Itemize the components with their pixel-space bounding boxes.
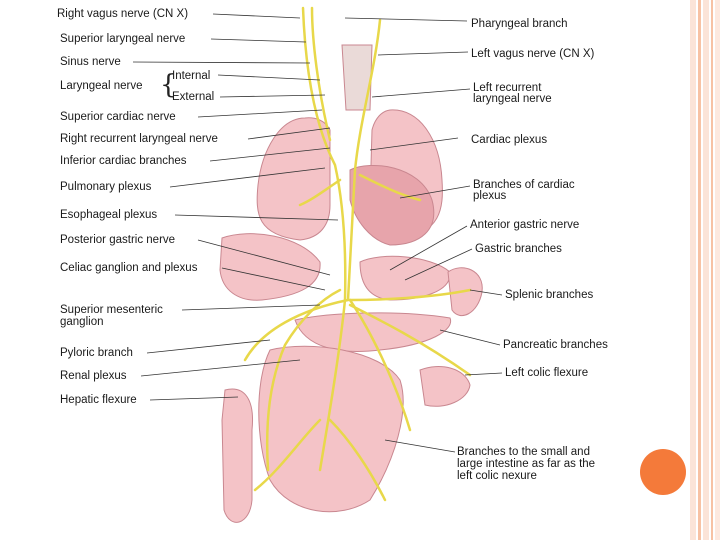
label-superior-mesenteric-ganglion: ganglion [60,316,103,328]
label-left-vagus-nerve: Left vagus nerve (CN X) [471,48,594,60]
label-anterior-gastric-nerve: Anterior gastric nerve [470,219,579,231]
organs [220,45,482,522]
label-hepatic-flexure: Hepatic flexure [60,394,137,406]
label-pancreatic-branches: Pancreatic branches [503,339,608,351]
label-left-colic-nexure: left colic nexure [457,470,537,482]
label-external: External [172,91,214,103]
label-superior-cardiac-nerve: Superior cardiac nerve [60,111,176,123]
label-posterior-gastric-nerve: Posterior gastric nerve [60,234,175,246]
label-esophageal-plexus: Esophageal plexus [60,209,157,221]
label-inferior-cardiac-branches: Inferior cardiac branches [60,155,187,167]
liver [220,234,320,301]
label-superior-mesenteric: Superior mesenteric [60,304,163,316]
label-sinus-nerve: Sinus nerve [60,56,121,68]
label-right-recurrent-laryngeal: Right recurrent laryngeal nerve [60,133,218,145]
stomach [360,256,450,300]
label-branches-of-cardiac-plexus: plexus [473,190,506,202]
label-superior-laryngeal-nerve: Superior laryngeal nerve [60,33,185,45]
label-left-colic-flexure: Left colic flexure [505,367,588,379]
label-splenic-branches: Splenic branches [505,289,593,301]
label-renal-plexus: Renal plexus [60,370,126,382]
label-pharyngeal-branch: Pharyngeal branch [471,18,568,30]
label-branches-large-intestine: large intestine as far as the [457,458,595,470]
label-gastric-branches: Gastric branches [475,243,562,255]
label-laryngeal-nerve: Laryngeal nerve [60,80,142,92]
label-cardiac-plexus: Cardiac plexus [471,134,547,146]
label-pyloric-branch: Pyloric branch [60,347,133,359]
ascending-colon [222,389,253,522]
label-internal: Internal [172,70,210,82]
small-intestine [259,346,403,511]
label-right-vagus-nerve: Right vagus nerve (CN X) [57,8,188,20]
descending-colon [420,366,470,406]
label-pulmonary-plexus: Pulmonary plexus [60,181,151,193]
label-branches-small-intestine: Branches to the small and [457,446,590,458]
label-left-recurrent-laryngeal: laryngeal nerve [473,93,552,105]
label-celiac-ganglion: Celiac ganglion and plexus [60,262,197,274]
